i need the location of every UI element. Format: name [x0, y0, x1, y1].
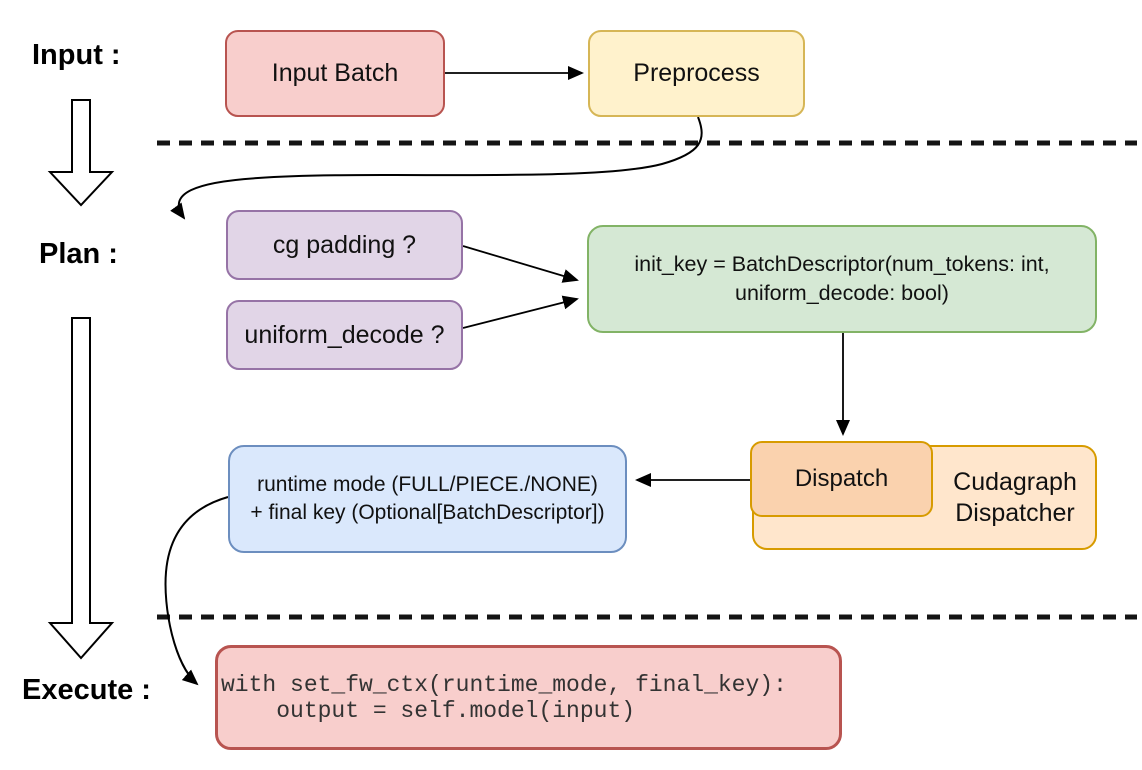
node-preprocess-label: Preprocess: [633, 59, 760, 88]
arrow-preprocess-to-cgpadding: [170, 116, 703, 220]
node-init-key-line2: uniform_decode: bool): [735, 281, 949, 305]
node-runtime-mode: runtime mode (FULL/PIECE./NONE) + final …: [228, 445, 627, 553]
section-label-execute: Execute :: [22, 674, 151, 706]
execute-code-line1: with set_fw_ctx(runtime_mode, final_key)…: [221, 671, 787, 698]
node-uniform-decode-label: uniform_decode ?: [244, 320, 445, 349]
section-label-input: Input :: [32, 39, 121, 71]
node-init-key-line1: init_key = BatchDescriptor(num_tokens: i…: [634, 252, 1050, 276]
node-runtime-mode-line1: runtime mode (FULL/PIECE./NONE): [257, 473, 598, 496]
node-input-batch: Input Batch: [225, 30, 445, 117]
node-cg-padding: cg padding ?: [226, 210, 463, 280]
arrow-runtimemode-to-executecode: [164, 496, 229, 686]
node-runtime-mode-line2: + final key (Optional[BatchDescriptor]): [250, 501, 605, 524]
input-to-plan-block-arrow-icon: [47, 99, 115, 207]
section-label-plan: Plan :: [39, 238, 118, 270]
node-init-key: init_key = BatchDescriptor(num_tokens: i…: [587, 225, 1097, 333]
execute-code-line2: output = self.model(input): [221, 697, 636, 724]
arrow-cgpadding-to-initkey: [462, 245, 579, 283]
node-preprocess: Preprocess: [588, 30, 805, 117]
plan-to-execute-block-arrow-icon: [47, 317, 115, 660]
arrow-uniformdecode-to-initkey: [462, 295, 579, 329]
node-execute-code: with set_fw_ctx(runtime_mode, final_key)…: [215, 645, 842, 750]
node-dispatch: Dispatch: [750, 441, 933, 517]
node-input-batch-label: Input Batch: [271, 59, 399, 88]
node-uniform-decode: uniform_decode ?: [226, 300, 463, 370]
node-cg-padding-label: cg padding ?: [272, 230, 417, 259]
node-cudagraph-dispatcher-label: Cudagraph Dispatcher: [953, 467, 1077, 527]
node-dispatch-label: Dispatch: [794, 465, 889, 493]
